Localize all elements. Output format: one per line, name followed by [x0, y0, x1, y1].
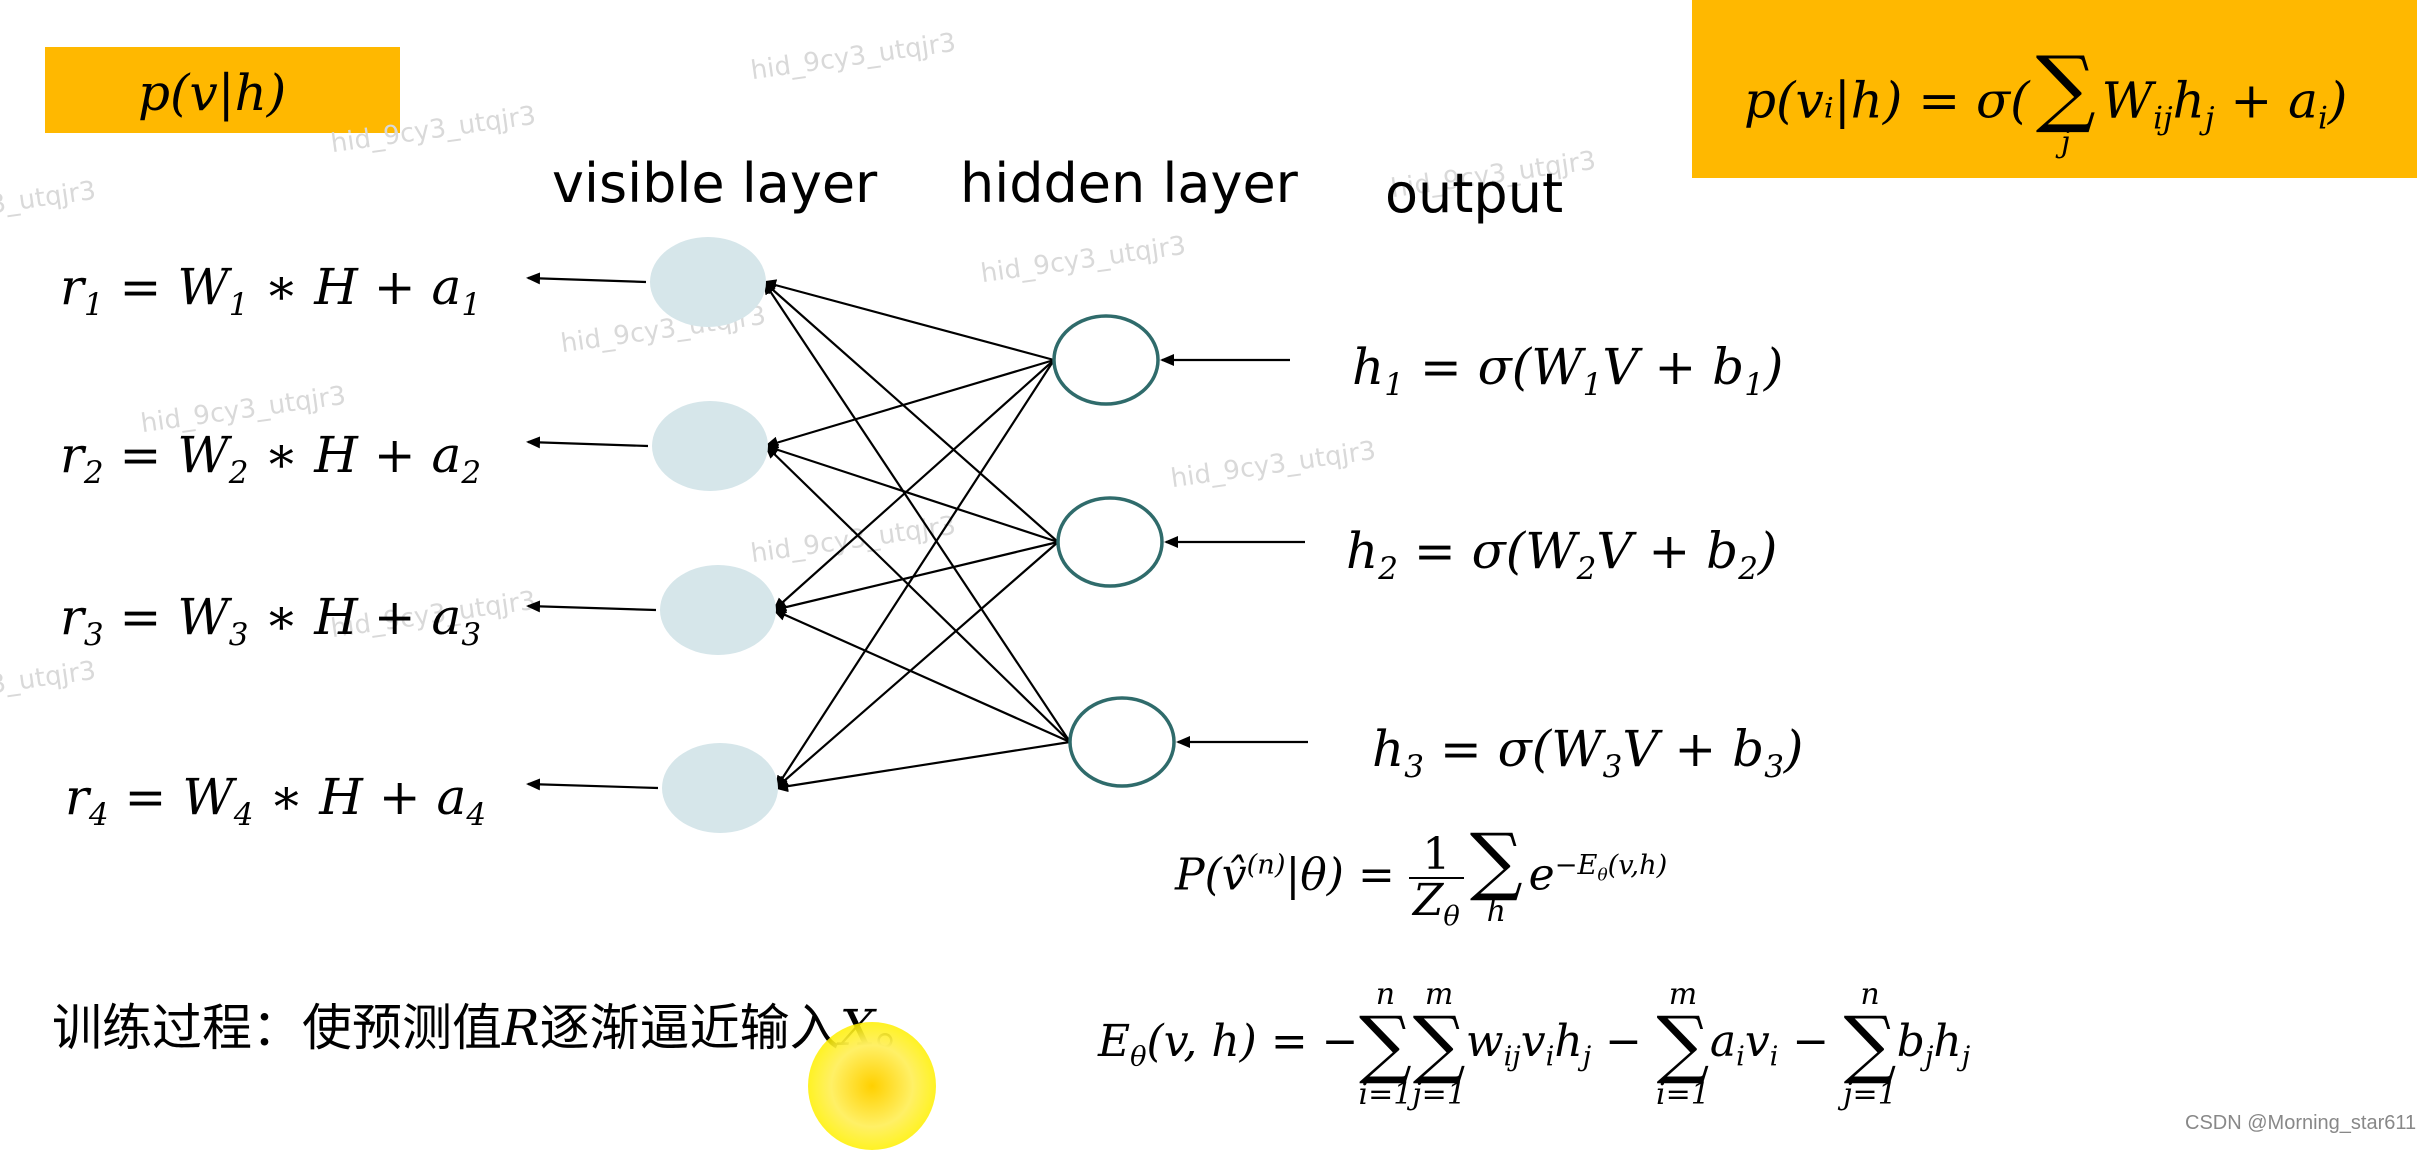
- edge-h2-v3: [772, 540, 1059, 614]
- visible-node-3: [660, 565, 776, 655]
- hidden-node-3: [1068, 696, 1176, 788]
- edge-h3-v1: [762, 280, 1071, 743]
- edge-h2-v1: [762, 280, 1059, 543]
- edge-h2-v2: [764, 444, 1059, 544]
- output-label: output: [1385, 162, 1564, 225]
- h2-equation: h2 = σ(W2V + b2): [1346, 522, 1778, 587]
- side-arrows: [526, 272, 1308, 791]
- edge-h3-v2: [764, 444, 1071, 743]
- r3-equation: r3 = W3 ∗ H + a3: [60, 588, 482, 653]
- edge-h3-v3: [772, 608, 1071, 744]
- h1-equation: h1 = σ(W1V + b1): [1352, 338, 1784, 403]
- edge-h1-v1: [762, 279, 1055, 362]
- visible-layer-label: visible layer: [552, 152, 878, 215]
- edge-h1-v4: [774, 359, 1055, 790]
- formula-box: [1692, 0, 2417, 178]
- edge-h3-v4: [774, 740, 1071, 793]
- title-box: [45, 47, 400, 133]
- output-arrow-r3: [526, 600, 657, 613]
- visible-node-4: [662, 743, 778, 833]
- cursor-highlight: [808, 1022, 936, 1150]
- visible-node-2: [652, 401, 768, 491]
- output-arrow-r1: [526, 272, 647, 285]
- visible-node-1: [650, 237, 766, 327]
- r4-equation: r4 = W4 ∗ H + a4: [65, 768, 487, 833]
- edge-h1-v3: [772, 359, 1055, 612]
- h3-equation: h3 = σ(W3V + b3): [1372, 720, 1804, 785]
- training-caption: 训练过程：使预测值R逐渐逼近输入X。: [52, 999, 925, 1057]
- network-nodes: [650, 237, 1176, 833]
- title-formula: p(v|h): [138, 64, 287, 122]
- csdn-watermark: CSDN @Morning_star611: [2185, 1112, 2417, 1134]
- hidden-layer-label: hidden layer: [960, 152, 1298, 215]
- hidden-node-2: [1056, 496, 1164, 588]
- edge-h2-v4: [774, 541, 1059, 790]
- r2-equation: r2 = W2 ∗ H + a2: [60, 426, 482, 491]
- output-arrow-r4: [526, 778, 659, 791]
- output-arrow-r2: [526, 436, 649, 449]
- hidden-node-1: [1052, 314, 1160, 406]
- connection-edges: [762, 279, 1071, 793]
- r1-equation: r1 = W1 ∗ H + a1: [60, 258, 482, 323]
- edge-h1-v2: [764, 358, 1055, 449]
